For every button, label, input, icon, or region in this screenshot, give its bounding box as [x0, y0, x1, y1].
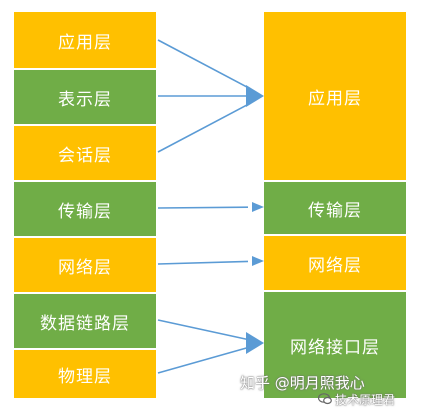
tcpip-layer-network-interface: 网络接口层 — [264, 290, 406, 398]
osi-layer-network: 网络层 — [14, 236, 156, 292]
osi-layer-datalink: 数据链路层 — [14, 292, 156, 348]
chat-bubble-icon — [317, 393, 332, 405]
mapping-arrow-line — [157, 102, 251, 153]
mapping-arrow-line — [157, 346, 249, 374]
wechat-watermark: 技术原理君 — [317, 391, 395, 408]
mapping-arrow-line — [157, 39, 251, 90]
mapping-arrow-line — [157, 206, 249, 209]
arrow-head — [246, 85, 264, 107]
osi-layer-session: 会话层 — [14, 124, 156, 180]
zhihu-watermark: 知乎 @明月照我心 — [240, 374, 365, 392]
osi-layer-physical: 物理层 — [14, 348, 156, 398]
tcpip-layer-transport: 传输层 — [264, 180, 406, 234]
tcpip-layer-application: 应用层 — [264, 12, 406, 180]
tcpip-layer-internet: 网络层 — [264, 234, 406, 290]
mapping-arrow-line — [157, 319, 249, 341]
osi-layer-application: 应用层 — [14, 12, 156, 68]
osi-layer-transport: 传输层 — [14, 180, 156, 236]
arrow-head — [252, 202, 264, 212]
mapping-arrow-line — [157, 260, 249, 265]
arrow-head — [252, 256, 264, 266]
arrow-head — [246, 332, 264, 354]
osi-layer-presentation: 表示层 — [14, 68, 156, 124]
